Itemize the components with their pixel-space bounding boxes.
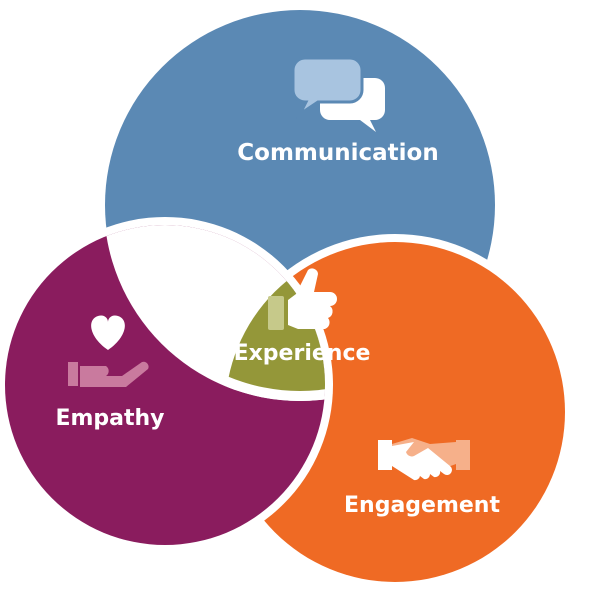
thumbs-up-icon — [268, 268, 337, 330]
experience-label: Experience — [234, 341, 371, 366]
handshake-icon — [378, 438, 470, 481]
communication-label: Communication — [237, 140, 438, 166]
chat-bubbles-icon — [291, 56, 385, 132]
empathy-label: Empathy — [55, 406, 164, 431]
heart-in-hand-icon — [68, 315, 149, 387]
engagement-label: Engagement — [344, 493, 500, 518]
